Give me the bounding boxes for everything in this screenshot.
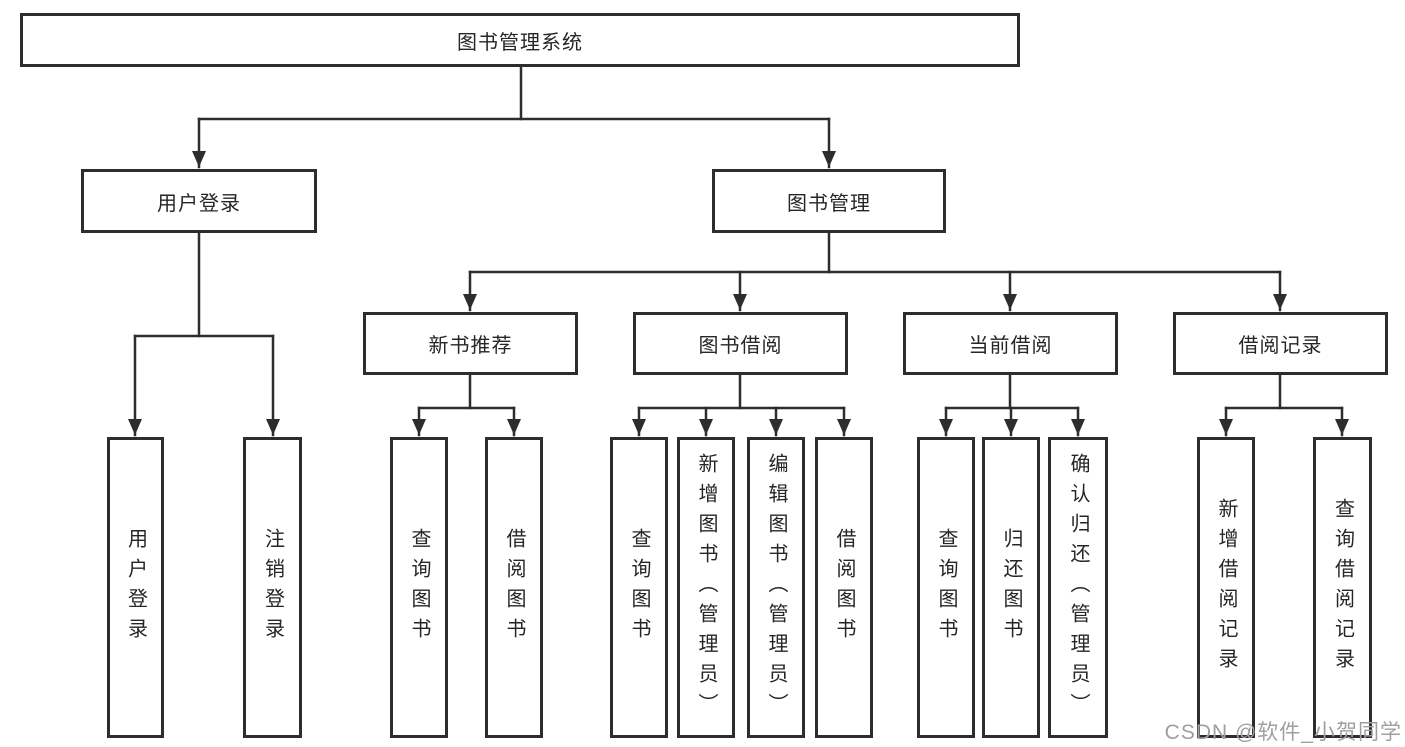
node-root-system: 图书管理系统 <box>20 13 1020 67</box>
node-label: 用户登录 <box>157 192 241 215</box>
node-label: 图书借阅 <box>698 335 783 357</box>
leaf-borrow-borrow-books: 借阅图书 <box>815 437 873 738</box>
leaf-borrow-add-books-admin: 新增图书（管理员） <box>677 437 735 738</box>
node-label: 注销登录 <box>261 527 284 648</box>
leaf-current-query-books: 查询图书 <box>917 437 975 738</box>
node-new-book-recommend: 新书推荐 <box>363 312 578 375</box>
node-label: 新书推荐 <box>428 335 513 357</box>
node-current-borrow: 当前借阅 <box>903 312 1118 375</box>
leaf-logout: 注销登录 <box>243 437 302 738</box>
leaf-user-login: 用户登录 <box>107 437 164 738</box>
node-label: 归还图书 <box>1000 527 1022 648</box>
csdn-watermark: CSDN @软件_小贺同学 <box>1164 721 1402 744</box>
node-book-borrow: 图书借阅 <box>633 312 848 375</box>
leaf-newbook-borrow-books: 借阅图书 <box>485 437 543 738</box>
node-user-login: 用户登录 <box>81 169 317 233</box>
node-label: 查询图书 <box>408 527 430 648</box>
node-label: 新增借阅记录 <box>1215 497 1237 678</box>
node-label: 图书管理 <box>787 192 871 215</box>
node-label: 编辑图书（管理员） <box>765 452 787 723</box>
node-label: 查询图书 <box>628 527 650 648</box>
node-label: 确认归还（管理员） <box>1067 452 1089 723</box>
leaf-record-query-borrow-record: 查询借阅记录 <box>1313 437 1372 738</box>
node-label: 当前借阅 <box>968 335 1053 357</box>
node-label: 借阅图书 <box>833 527 855 648</box>
node-book-management: 图书管理 <box>712 169 946 233</box>
node-label: 查询图书 <box>935 527 957 648</box>
node-label: 查询借阅记录 <box>1331 497 1354 678</box>
node-borrow-record: 借阅记录 <box>1173 312 1388 375</box>
node-label: 借阅记录 <box>1238 335 1323 357</box>
leaf-current-return-books: 归还图书 <box>982 437 1040 738</box>
node-label: 用户登录 <box>124 527 147 648</box>
node-label: 新增图书（管理员） <box>695 452 717 723</box>
leaf-newbook-query-books: 查询图书 <box>390 437 448 738</box>
leaf-borrow-edit-books-admin: 编辑图书（管理员） <box>747 437 805 738</box>
leaf-borrow-query-books: 查询图书 <box>610 437 668 738</box>
node-label: 借阅图书 <box>503 527 525 648</box>
leaf-record-add-borrow-record: 新增借阅记录 <box>1197 437 1255 738</box>
node-label: 图书管理系统 <box>457 31 583 54</box>
leaf-current-confirm-return-admin: 确认归还（管理员） <box>1048 437 1108 738</box>
